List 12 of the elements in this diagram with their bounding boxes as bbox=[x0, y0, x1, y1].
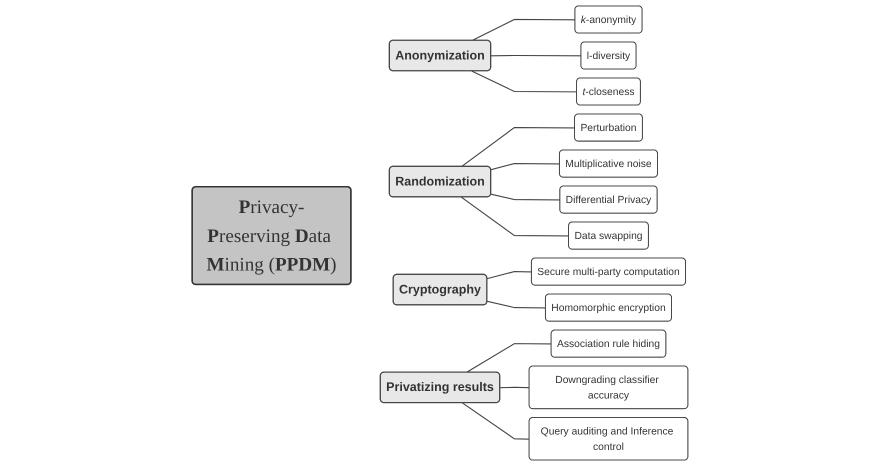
connector bbox=[461, 126, 575, 168]
connector bbox=[490, 162, 560, 170]
connector bbox=[472, 70, 577, 92]
connector bbox=[487, 300, 546, 309]
connector bbox=[491, 54, 582, 56]
connector bbox=[466, 343, 552, 373]
connector bbox=[462, 402, 530, 440]
connector bbox=[500, 386, 530, 388]
connector bbox=[461, 196, 569, 236]
connector bbox=[490, 194, 560, 200]
connector bbox=[487, 271, 532, 280]
connector bbox=[472, 18, 576, 42]
